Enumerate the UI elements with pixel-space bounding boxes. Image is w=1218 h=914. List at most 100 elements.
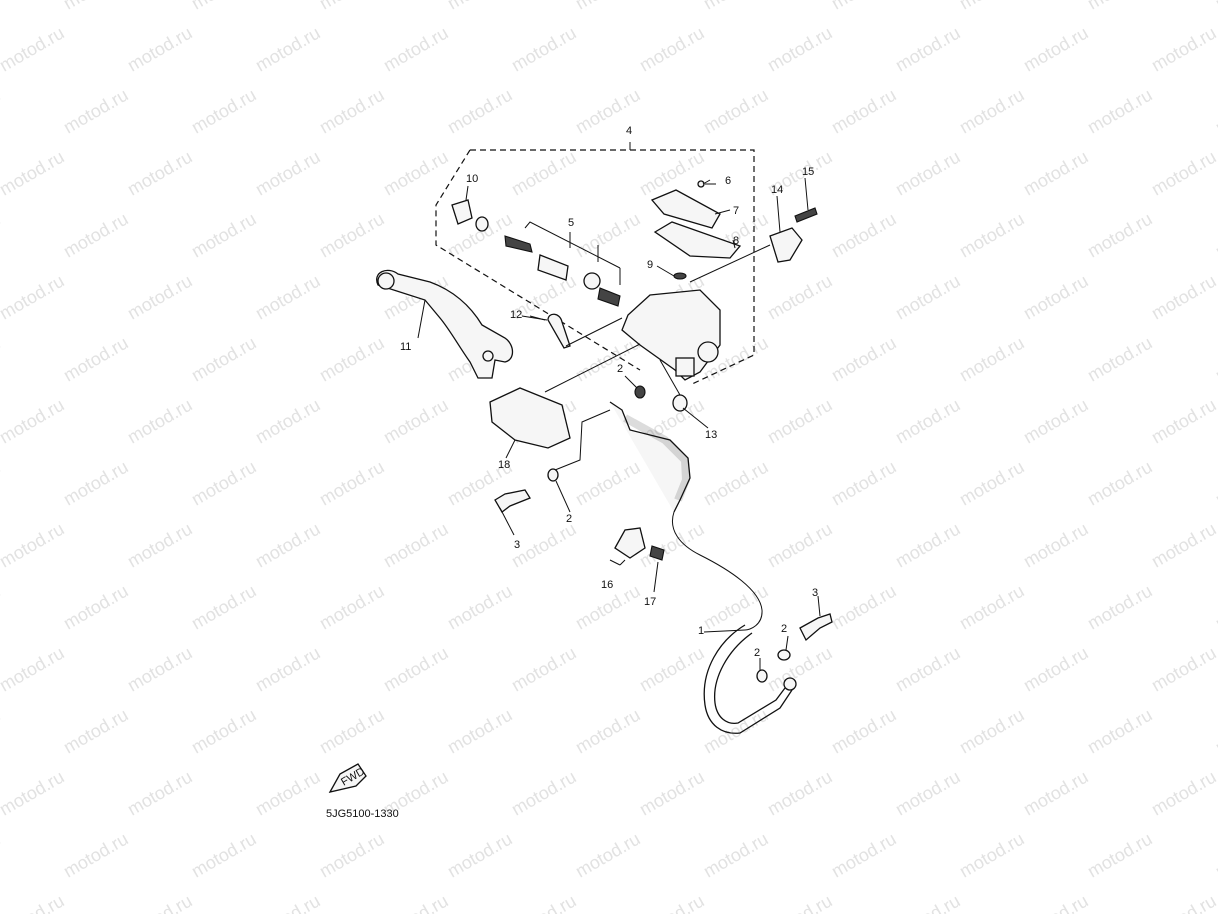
watermark-text: motod.ru — [956, 581, 1028, 634]
watermark-text: motod.ru — [0, 0, 4, 13]
callout-18: 18 — [498, 459, 510, 471]
watermark-text: motod.ru — [700, 581, 772, 634]
watermark-text: motod.ru — [1148, 147, 1218, 200]
watermark-text: motod.ru — [188, 0, 260, 13]
watermark-text: motod.ru — [60, 581, 132, 634]
watermark-text: motod.ru — [1084, 209, 1156, 262]
watermark-text: motod.ru — [1084, 829, 1156, 882]
watermark-text: motod.ru — [700, 0, 772, 13]
watermark-text: motod.ru — [124, 271, 196, 324]
watermark-text: motod.ru — [892, 395, 964, 448]
watermark-text: motod.ru — [1212, 829, 1218, 882]
callout-12: 12 — [510, 309, 522, 321]
watermark-text: motod.ru — [188, 85, 260, 138]
diagram-code: 5JG5100-1330 — [326, 808, 399, 820]
watermark-text: motod.ru — [444, 705, 516, 758]
watermark-text: motod.ru — [572, 85, 644, 138]
master-cylinder-assembly-outline — [435, 142, 755, 386]
callout-8: 8 — [733, 235, 739, 247]
watermark-text: motod.ru — [316, 0, 388, 13]
watermark-text: motod.ru — [956, 333, 1028, 386]
watermark-text: motod.ru — [1084, 85, 1156, 138]
watermark-text: motod.ru — [316, 457, 388, 510]
watermark-text: motod.ru — [124, 767, 196, 820]
watermark-text: motod.ru — [0, 829, 4, 882]
watermark-text: motod.ru — [828, 85, 900, 138]
watermark-text: motod.ru — [124, 23, 196, 76]
watermark-text: motod.ru — [316, 829, 388, 882]
watermark-text: motod.ru — [188, 705, 260, 758]
watermark-text: motod.ru — [444, 85, 516, 138]
callout-2a: 2 — [617, 363, 623, 375]
watermark-text: motod.ru — [1148, 271, 1218, 324]
watermark-text: motod.ru — [508, 891, 580, 914]
watermark-text: motod.ru — [0, 519, 68, 572]
watermark-text: motod.ru — [0, 395, 68, 448]
callout-9: 9 — [647, 259, 653, 271]
watermark-text: motod.ru — [316, 581, 388, 634]
watermark-text: motod.ru — [188, 209, 260, 262]
watermark-text: motod.ru — [124, 395, 196, 448]
watermark-text: motod.ru — [572, 333, 644, 386]
watermark-text: motod.ru — [956, 85, 1028, 138]
watermark-text: motod.ru — [828, 209, 900, 262]
watermark-text: motod.ru — [700, 457, 772, 510]
watermark-text: motod.ru — [892, 147, 964, 200]
watermark-text: motod.ru — [1020, 643, 1092, 696]
watermark-text: motod.ru — [0, 891, 68, 914]
callout-1: 1 — [698, 625, 704, 637]
callout-2b: 2 — [566, 513, 572, 525]
watermark-text: motod.ru — [764, 891, 836, 914]
watermark-text: motod.ru — [1212, 581, 1218, 634]
watermark-text: motod.ru — [1020, 23, 1092, 76]
lever-holder — [489, 343, 641, 449]
callout-13: 13 — [705, 429, 717, 441]
callout-17: 17 — [644, 596, 656, 608]
master-cylinder-body — [621, 289, 721, 381]
callout-16: 16 — [601, 579, 613, 591]
watermark-text: motod.ru — [1148, 23, 1218, 76]
watermark-text: motod.ru — [380, 395, 452, 448]
watermark-text: motod.ru — [380, 891, 452, 914]
watermark-text: motod.ru — [956, 0, 1028, 13]
watermark-text: motod.ru — [188, 457, 260, 510]
callout-11: 11 — [400, 341, 411, 353]
watermark-text: motod.ru — [1084, 457, 1156, 510]
watermark-text: motod.ru — [572, 209, 644, 262]
watermark-text: motod.ru — [1212, 457, 1218, 510]
watermark-text: motod.ru — [572, 705, 644, 758]
watermark-text: motod.ru — [124, 891, 196, 914]
watermark-text: motod.ru — [956, 209, 1028, 262]
leader-lines — [417, 177, 821, 670]
clutch-lever — [376, 269, 514, 379]
watermark-text: motod.ru — [0, 581, 4, 634]
watermark-text: motod.ru — [764, 519, 836, 572]
watermark-text: motod.ru — [764, 395, 836, 448]
watermark-text: motod.ru — [380, 147, 452, 200]
watermark-text: motod.ru — [1148, 891, 1218, 914]
watermark-text: motod.ru — [60, 0, 132, 13]
watermark-text: motod.ru — [0, 85, 4, 138]
watermark-text: motod.ru — [0, 705, 4, 758]
watermark-text: motod.ru — [1084, 333, 1156, 386]
watermark-text: motod.ru — [1020, 147, 1092, 200]
watermark-text: motod.ru — [636, 519, 708, 572]
callout-6: 6 — [725, 175, 731, 187]
watermark-text: motod.ru — [444, 209, 516, 262]
watermark-text: motod.ru — [1212, 209, 1218, 262]
watermark-text: motod.ru — [572, 0, 644, 13]
reservoir-cap — [650, 180, 742, 280]
watermark-text: motod.ru — [764, 271, 836, 324]
watermark-text: motod.ru — [1084, 0, 1156, 13]
watermark-text: motod.ru — [700, 85, 772, 138]
watermark-text: motod.ru — [1148, 519, 1218, 572]
callout-4: 4 — [626, 125, 632, 137]
watermark-text: motod.ru — [60, 705, 132, 758]
watermark-text: motod.ru — [0, 643, 68, 696]
callout-5: 5 — [568, 217, 574, 229]
watermark-text: motod.ru — [188, 333, 260, 386]
watermark-text: motod.ru — [0, 147, 68, 200]
watermark-text: motod.ru — [764, 643, 836, 696]
watermark-text: motod.ru — [316, 705, 388, 758]
